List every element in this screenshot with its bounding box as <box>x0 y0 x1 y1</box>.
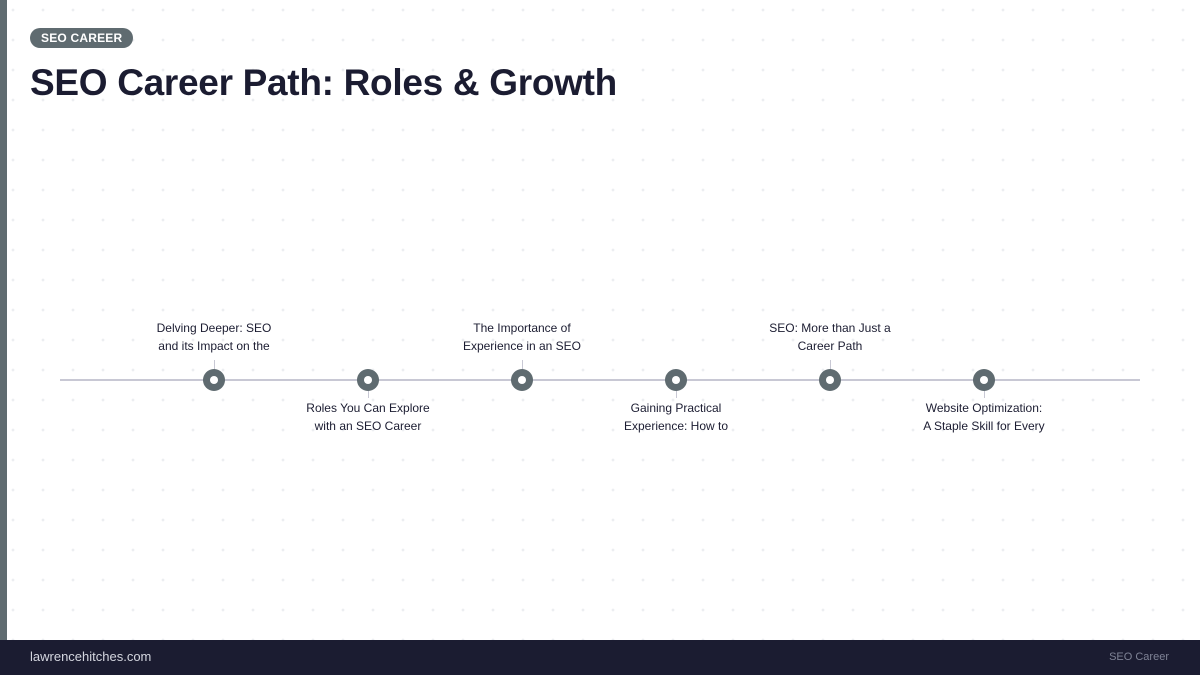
timeline-label-line: Experience: How to <box>623 419 729 433</box>
timeline-label-4: Gaining Practical Experience: How to <box>601 399 751 435</box>
timeline-label-5: SEO: More than Just a Career Path <box>755 319 905 355</box>
timeline-label-line: A Staple Skill for Every <box>923 419 1045 433</box>
timeline-label-line: Experience in an SEO <box>462 339 582 353</box>
timeline-node-6[interactable] <box>973 369 995 391</box>
timeline-connector <box>984 390 985 398</box>
timeline-label-line: The Importance of <box>473 321 571 335</box>
timeline-connector <box>522 360 523 370</box>
timeline-label-line: Career Path <box>797 339 863 353</box>
timeline-label-line: Gaining Practical <box>630 401 722 415</box>
timeline-label-1: Delving Deeper: SEO and its Impact on th… <box>139 319 289 355</box>
timeline-node-3[interactable] <box>511 369 533 391</box>
timeline-label-line: Roles You Can Explore <box>306 401 430 415</box>
section-badge: SEO CAREER <box>30 28 134 48</box>
page-title: SEO Career Path: Roles & Growth <box>30 62 617 103</box>
footer-bar: lawrencehitches.com SEO Career <box>0 640 1200 675</box>
timeline-label-6: Website Optimization: A Staple Skill for… <box>909 399 1059 435</box>
timeline-node-2[interactable] <box>357 369 379 391</box>
timeline-axis <box>60 379 1140 381</box>
timeline-node-1[interactable] <box>203 369 225 391</box>
timeline-connector <box>368 390 369 398</box>
timeline-connector <box>830 360 831 370</box>
footer-section-label: SEO Career <box>1109 651 1169 663</box>
footer-site-link[interactable]: lawrencehitches.com <box>30 649 152 664</box>
timeline-label-3: The Importance of Experience in an SEO <box>447 319 597 355</box>
timeline-label-line: Delving Deeper: SEO <box>156 321 272 335</box>
timeline-connector <box>676 390 677 398</box>
timeline-node-5[interactable] <box>819 369 841 391</box>
timeline-label-line: and its Impact on the <box>158 339 270 353</box>
timeline-label-line: Website Optimization: <box>925 401 1043 415</box>
timeline-label-line: with an SEO Career <box>314 419 422 433</box>
left-accent-bar <box>0 0 7 640</box>
timeline-node-4[interactable] <box>665 369 687 391</box>
timeline-label-2: Roles You Can Explore with an SEO Career <box>293 399 443 435</box>
timeline-label-line: SEO: More than Just a <box>769 321 891 335</box>
dot-grid-background <box>0 0 1200 640</box>
timeline-connector <box>214 360 215 370</box>
